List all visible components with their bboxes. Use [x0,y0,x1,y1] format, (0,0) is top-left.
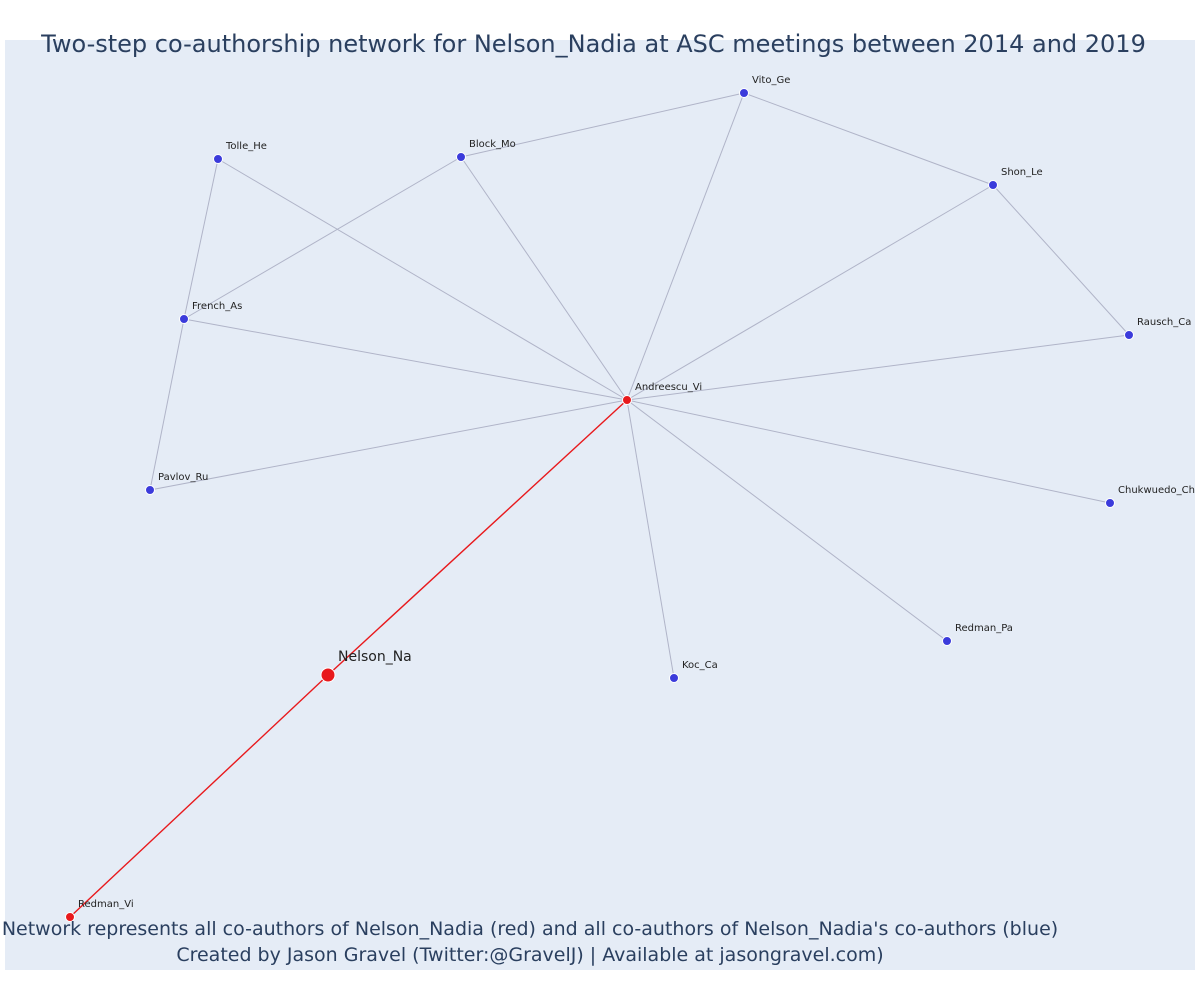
edge-Vito_Ge-Shon_Le [743,92,994,186]
chart-title: Two-step co-authorship network for Nelso… [41,30,1146,58]
node-Vito_Ge[interactable] [739,88,749,98]
edge-Andreescu_Vi-Redman_Pa [626,399,948,642]
edge-Nelson_Na-Andreescu_Vi [327,399,628,676]
node-Andreescu_Vi[interactable] [622,395,632,405]
node-label-Nelson_Na: Nelson_Na [338,649,412,665]
node-label-Chukwuedo_Ch: Chukwuedo_Ch [1118,485,1195,496]
caption-credit: Created by Jason Gravel (Twitter:@Gravel… [176,944,884,966]
edge-Andreescu_Vi-Rausch_Ca [626,334,1130,401]
node-label-French_As: French_As [192,301,242,312]
node-label-Redman_Vi: Redman_Vi [78,899,134,910]
node-Rausch_Ca[interactable] [1124,330,1134,340]
caption-description: Network represents all co-authors of Nel… [1,918,1059,940]
edge-Tolle_He-French_As [183,158,219,320]
node-Redman_Pa[interactable] [942,636,952,646]
node-label-Vito_Ge: Vito_Ge [752,75,790,86]
edge-Andreescu_Vi-Vito_Ge [626,92,745,401]
node-Block_Mo[interactable] [456,152,466,162]
edge-Andreescu_Vi-Block_Mo [460,156,628,401]
node-Shon_Le[interactable] [988,180,998,190]
node-label-Pavlov_Ru: Pavlov_Ru [158,472,208,483]
edge-Shon_Le-Rausch_Ca [992,184,1130,336]
edge-Andreescu_Vi-Koc_Ca [626,399,675,679]
node-French_As[interactable] [179,314,189,324]
node-Nelson_Na[interactable] [320,667,336,683]
node-Chukwuedo_Ch[interactable] [1105,498,1115,508]
edge-Andreescu_Vi-Pavlov_Ru [149,399,628,491]
node-label-Redman_Pa: Redman_Pa [955,623,1013,634]
node-Tolle_He[interactable] [213,154,223,164]
node-label-Shon_Le: Shon_Le [1001,167,1043,178]
node-label-Koc_Ca: Koc_Ca [682,660,718,671]
edge-French_As-Pavlov_Ru [149,318,185,491]
node-label-Block_Mo: Block_Mo [469,139,516,150]
node-label-Rausch_Ca: Rausch_Ca [1137,317,1191,328]
edge-Block_Mo-French_As [183,156,462,320]
node-Koc_Ca[interactable] [669,673,679,683]
plot-background [5,40,1195,970]
edge-Andreescu_Vi-Shon_Le [626,184,994,401]
node-label-Andreescu_Vi: Andreescu_Vi [635,382,702,393]
node-Pavlov_Ru[interactable] [145,485,155,495]
node-Redman_Vi[interactable] [65,912,75,922]
edge-Vito_Ge-Block_Mo [460,92,745,158]
edge-Andreescu_Vi-French_As [183,318,628,401]
edge-Nelson_Na-Redman_Vi [69,674,329,918]
edge-Andreescu_Vi-Tolle_He [217,158,628,401]
edge-Andreescu_Vi-Chukwuedo_Ch [626,399,1111,504]
node-label-Tolle_He: Tolle_He [225,141,267,152]
